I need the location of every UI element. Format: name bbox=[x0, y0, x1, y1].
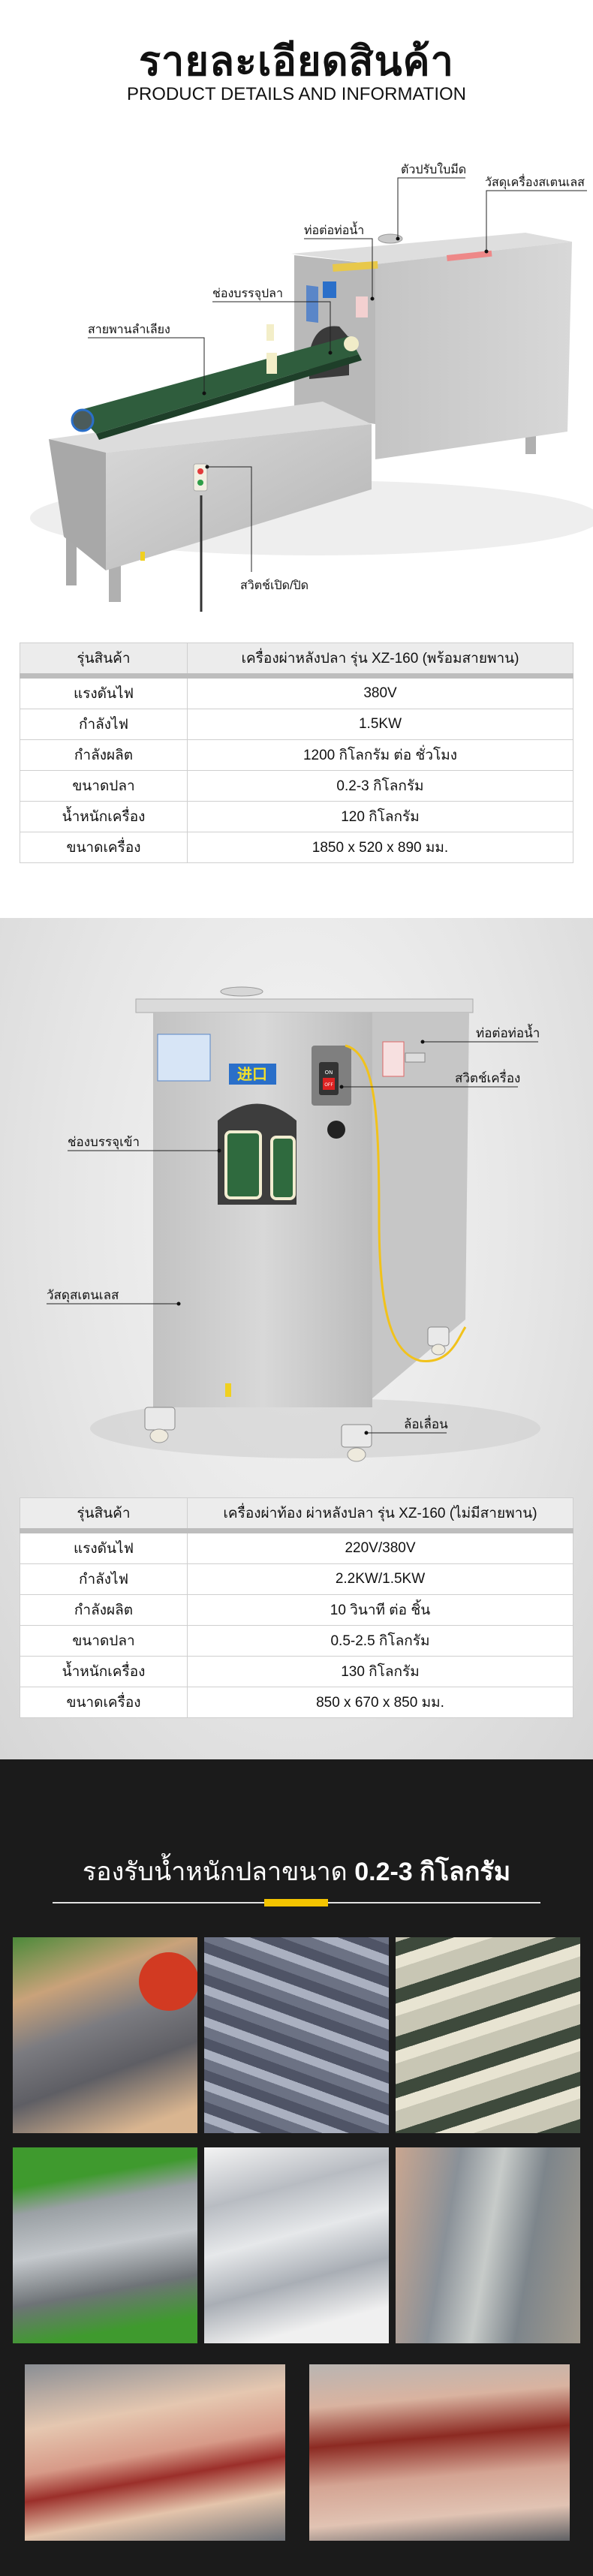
label-water-pipe-2: ท่อต่อท่อน้ำ bbox=[476, 1026, 540, 1040]
table-header-value: เครื่องผ่าท้อง ผ่าหลังปลา รุ่น XZ-160 (ไ… bbox=[187, 1497, 573, 1533]
row-value: 120 กิโลกรัม bbox=[187, 801, 573, 832]
row-value: 0.2-3 กิโลกรัม bbox=[187, 770, 573, 802]
row-key: ขนาดเครื่อง bbox=[20, 832, 188, 863]
row-key: น้ำหนักเครื่อง bbox=[20, 801, 188, 832]
fish-photo-trout bbox=[204, 2147, 389, 2343]
spec-table-xz160-no-conveyor: รุ่นสินค้า เครื่องผ่าท้อง ผ่าหลังปลา รุ่… bbox=[20, 1497, 573, 1718]
row-key: น้ำหนักเครื่อง bbox=[20, 1656, 188, 1687]
fish-photo-tilapia bbox=[13, 1937, 197, 2133]
row-key: กำลังผลิต bbox=[20, 1594, 188, 1626]
fish-belly-back-splitting-machine-image: 进口 ON OFF bbox=[47, 986, 540, 1462]
label-inlet: ช่องบรรจุเข้า bbox=[68, 1135, 140, 1149]
table-header-row: รุ่นสินค้า เครื่องผ่าหลังปลา รุ่น XZ-160… bbox=[20, 642, 573, 679]
row-value: 10 วินาที ต่อ ชิ้น bbox=[187, 1594, 573, 1626]
row-value: 220V/380V bbox=[187, 1530, 573, 1564]
product-details-section: รายละเอียดสินค้า PRODUCT DETAILS AND INF… bbox=[0, 0, 593, 918]
inlet-sign-text: 进口 bbox=[237, 1065, 267, 1083]
row-value: 1200 กิโลกรัม ต่อ ชั่วโมง bbox=[187, 739, 573, 771]
page-title: รายละเอียดสินค้า bbox=[139, 38, 454, 85]
fish-photo-crucian-carp bbox=[13, 2147, 197, 2343]
fish-size-heading-prefix: รองรับน้ำหนักปลาขนาด bbox=[82, 1858, 348, 1886]
divider-accent bbox=[264, 1899, 328, 1906]
split-fish-photo-2 bbox=[309, 2364, 570, 2541]
row-key: ขนาดปลา bbox=[20, 770, 188, 802]
label-blade-adjuster: ตัวปรับใบมีด bbox=[401, 164, 467, 176]
fish-size-heading-value: 0.2-3 กิโลกรัม bbox=[354, 1858, 511, 1886]
second-machine-section: 进口 ON OFF ท่อต่อท่อน้ำ สวิตช์เครื่อง ช่อ… bbox=[0, 918, 593, 1759]
row-value: 0.5-2.5 กิโลกรัม bbox=[187, 1625, 573, 1657]
row-value: 130 กิโลกรัม bbox=[187, 1656, 573, 1687]
label-fish-inlet: ช่องบรรจุปลา bbox=[212, 287, 283, 300]
row-value: 850 x 670 x 850 มม. bbox=[187, 1687, 573, 1718]
switch-off-label: OFF bbox=[324, 1082, 333, 1088]
row-key: ขนาดปลา bbox=[20, 1625, 188, 1657]
fish-size-heading: รองรับน้ำหนักปลาขนาด 0.2-3 กิโลกรัม bbox=[0, 1851, 593, 1891]
row-value: 1850 x 520 x 890 มม. bbox=[187, 832, 573, 863]
fish-photo-snakehead bbox=[204, 1937, 389, 2133]
tomato-shape bbox=[139, 1952, 197, 2011]
row-value: 380V bbox=[187, 676, 573, 709]
label-stainless-body: วัสดุเครื่องสเตนเลส bbox=[485, 176, 585, 189]
table-header-key: รุ่นสินค้า bbox=[20, 1497, 188, 1533]
row-key: ขนาดเครื่อง bbox=[20, 1687, 188, 1718]
table-header-key: รุ่นสินค้า bbox=[20, 642, 188, 679]
table-header-row: รุ่นสินค้า เครื่องผ่าท้อง ผ่าหลังปลา รุ่… bbox=[20, 1497, 573, 1533]
row-key: แรงดันไฟ bbox=[20, 1530, 188, 1564]
fish-photo-grass-carp bbox=[396, 1937, 580, 2133]
fish-photo-river-fish bbox=[396, 2147, 580, 2343]
label-wheels: ล้อเลื่อน bbox=[404, 1417, 448, 1431]
switch-on-label: ON bbox=[325, 1070, 333, 1076]
split-fish-photo-1 bbox=[25, 2364, 285, 2541]
label-conveyor-belt: สายพานลำเลียง bbox=[88, 324, 170, 336]
fish-back-splitting-machine-with-conveyor-image bbox=[30, 177, 593, 612]
label-stainless: วัสดุสเตนเลส bbox=[47, 1288, 119, 1302]
row-key: กำลังไฟ bbox=[20, 709, 188, 740]
row-key: กำลังไฟ bbox=[20, 1563, 188, 1595]
spec-table-xz160-conveyor: รุ่นสินค้า เครื่องผ่าหลังปลา รุ่น XZ-160… bbox=[20, 642, 573, 863]
table-header-value: เครื่องผ่าหลังปลา รุ่น XZ-160 (พร้อมสายพ… bbox=[187, 642, 573, 679]
row-key: แรงดันไฟ bbox=[20, 676, 188, 709]
label-power-switch: สวิตช์เปิด/ปิด bbox=[240, 579, 309, 592]
label-machine-switch: สวิตช์เครื่อง bbox=[455, 1071, 521, 1085]
page-subtitle: PRODUCT DETAILS AND INFORMATION bbox=[126, 84, 467, 104]
fish-size-section: รองรับน้ำหนักปลาขนาด 0.2-3 กิโลกรัม bbox=[0, 1759, 593, 2576]
row-value: 1.5KW bbox=[187, 709, 573, 740]
row-key: กำลังผลิต bbox=[20, 739, 188, 771]
label-water-pipe: ท่อต่อท่อน้ำ bbox=[304, 224, 365, 237]
row-value: 2.2KW/1.5KW bbox=[187, 1563, 573, 1595]
